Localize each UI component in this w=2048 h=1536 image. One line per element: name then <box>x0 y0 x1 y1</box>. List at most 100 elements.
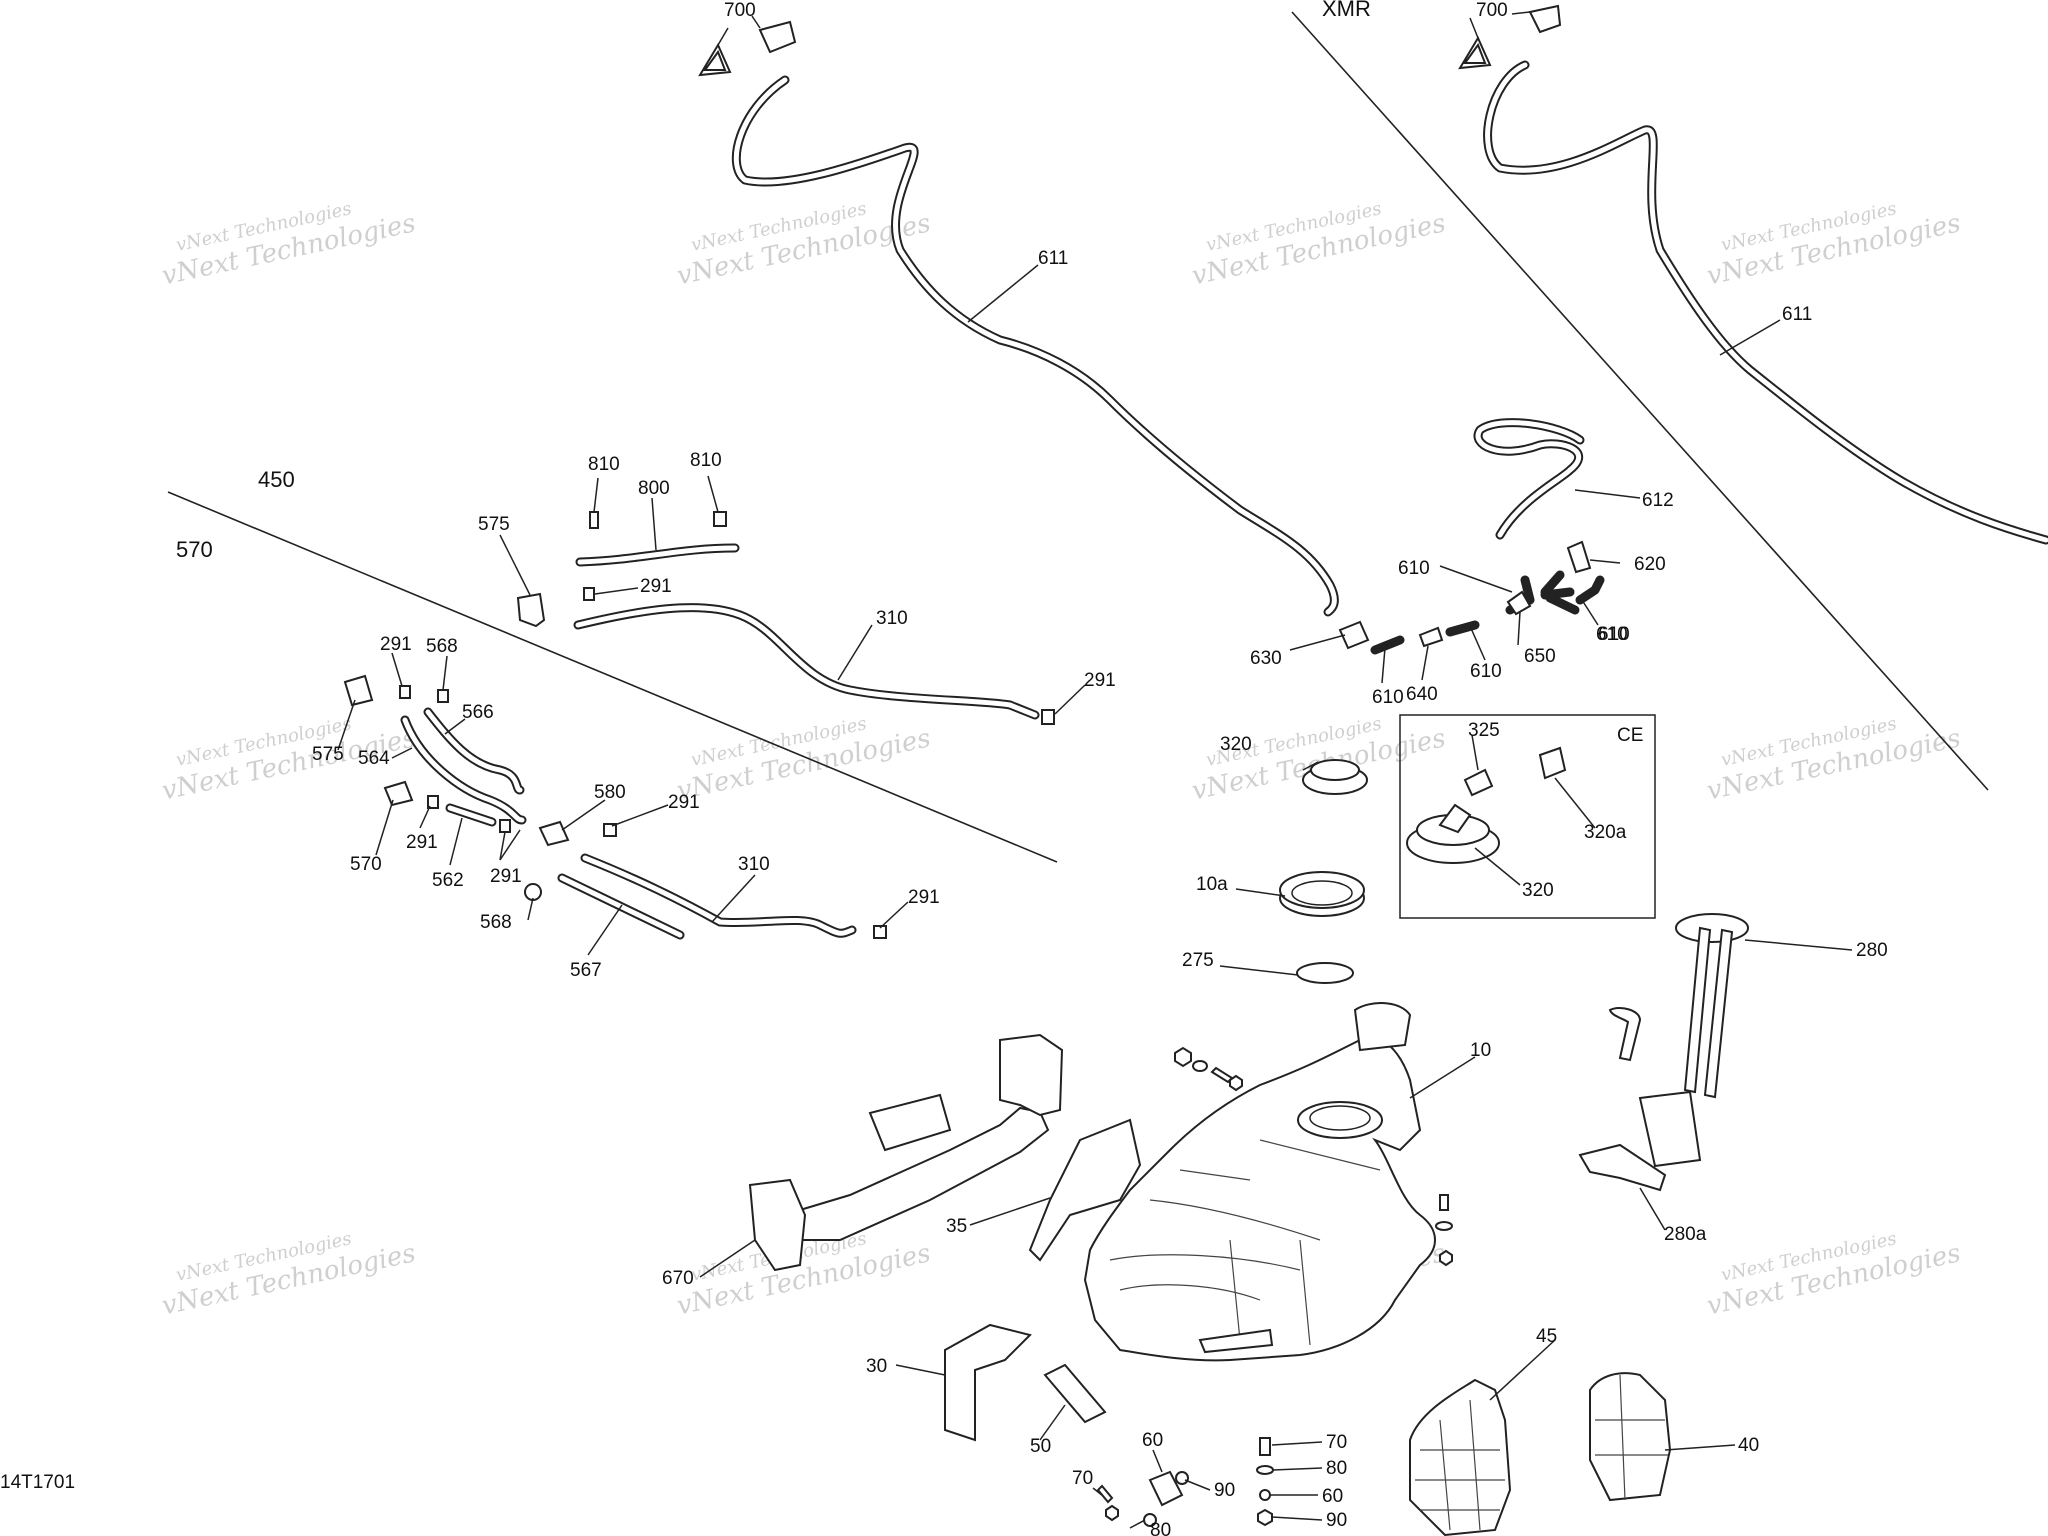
fuel-cap-320-ce <box>1406 803 1500 864</box>
vent-hose-611 <box>731 75 1339 617</box>
variant-label-xmr: XMR <box>1322 0 1371 21</box>
callout: 611 <box>1782 304 1812 325</box>
callout: 630 <box>1250 648 1282 669</box>
callout: 640 <box>1406 684 1438 705</box>
heat-shield-35 <box>1028 1118 1142 1262</box>
fitting-650 <box>1506 590 1532 616</box>
hose-800 <box>575 543 740 567</box>
callout: 700 <box>724 0 756 21</box>
callout: 567 <box>570 960 602 981</box>
callout: 50 <box>1030 1436 1051 1457</box>
callout: 45 <box>1536 1326 1557 1347</box>
fitting-575 <box>343 674 374 707</box>
divider-450-570 <box>167 491 1058 863</box>
callout: 810 <box>588 454 620 475</box>
callout: 568 <box>426 636 458 657</box>
leader-lines <box>337 11 1853 1529</box>
callout: 650 <box>1524 646 1556 667</box>
fitting-640 <box>1418 626 1444 648</box>
callout: 320 <box>1220 734 1252 755</box>
watermark: vNext Technologies vNext Technologies <box>159 198 418 291</box>
watermark: vNext Technologies vNext Technologies <box>1704 1228 1963 1321</box>
clamp-291 <box>873 925 887 939</box>
callout: 610 <box>1372 687 1404 708</box>
callout: 291 <box>908 887 940 908</box>
hardware-stack-right <box>1143 1437 1274 1527</box>
callout: 310 <box>876 608 908 629</box>
callout: 291 <box>668 792 700 813</box>
clamp-291 <box>499 819 511 833</box>
callout: 10 <box>1470 1040 1491 1061</box>
hose-310-lower <box>580 853 857 938</box>
clamp-291 <box>399 685 411 699</box>
bracket-670 <box>748 1033 1064 1272</box>
callout: 80 <box>1150 1520 1171 1536</box>
clamp-291 <box>603 823 617 837</box>
callout: 70 <box>1326 1432 1347 1453</box>
callout: 611 <box>1038 248 1068 269</box>
callout: 291 <box>490 866 522 887</box>
callout: 610 <box>1398 558 1430 579</box>
callout: 566 <box>462 702 494 723</box>
clamp-568 <box>437 689 449 703</box>
callout: 575 <box>312 744 344 765</box>
fitting-570 <box>383 780 414 807</box>
valve-620 <box>1566 540 1592 574</box>
callout: 325 <box>1468 720 1500 741</box>
callout: 291 <box>640 576 672 597</box>
callout: 580 <box>594 782 626 803</box>
protector-45 <box>1409 1378 1512 1536</box>
divider-xmr <box>1291 11 1989 791</box>
tank-hardware-top <box>1174 1046 1243 1092</box>
callout: 320 <box>1522 880 1554 901</box>
callout: 90 <box>1326 1510 1347 1531</box>
variant-label-450: 450 <box>258 467 295 492</box>
shield-30 <box>944 1323 1032 1442</box>
callout: 35 <box>946 1216 967 1237</box>
hose-310-upper <box>573 603 1040 720</box>
pump-bracket-280a <box>1578 1143 1667 1192</box>
gasket-275 <box>1296 962 1354 984</box>
callout: 70 <box>1072 1468 1093 1489</box>
callout: 280a <box>1664 1224 1707 1245</box>
lock-ring-10a <box>1279 871 1365 917</box>
watermark: vNext Technologies vNext Technologies <box>1704 198 1963 291</box>
fitting-580 <box>538 820 570 847</box>
clip-700 <box>758 20 797 54</box>
fuel-cap-320 <box>1302 759 1368 795</box>
callout: 30 <box>866 1356 887 1377</box>
callout: 275 <box>1182 950 1214 971</box>
hose-612 <box>1473 418 1585 540</box>
callout: 60 <box>1142 1430 1163 1451</box>
tank-hardware-right <box>1435 1194 1453 1267</box>
callout: 610 <box>1596 624 1628 645</box>
watermark: vNext Technologies vNext Technologies <box>1189 198 1448 291</box>
ce-detail-box <box>1399 714 1656 919</box>
fuel-tank-10 <box>1083 1002 1436 1362</box>
tether-325 <box>1463 768 1494 797</box>
protector-45-grid <box>1415 1399 1505 1531</box>
hose-562 <box>445 803 497 827</box>
callout: 570 <box>350 854 382 875</box>
callout: 800 <box>638 478 670 499</box>
hose-566 <box>423 707 525 795</box>
vent-hose-611-xmr <box>1483 60 2048 545</box>
watermark: vNext Technologies vNext Technologies <box>1704 713 1963 806</box>
callout: 612 <box>1642 490 1674 511</box>
drain-plug-60 <box>1148 1470 1189 1507</box>
pad-50 <box>1043 1363 1107 1424</box>
callout: 564 <box>358 748 390 769</box>
clamp-291 <box>1041 709 1055 725</box>
clip-700-xmr <box>1458 35 1492 70</box>
callout: 291 <box>380 634 412 655</box>
fuel-pump-280 <box>1608 913 1749 1168</box>
hose-564 <box>400 715 527 825</box>
callout: 310 <box>738 854 770 875</box>
clamp-291 <box>427 795 439 809</box>
clip-810 <box>589 511 599 529</box>
callout: 620 <box>1634 554 1666 575</box>
clip-700 <box>698 42 732 77</box>
callout: 280 <box>1856 940 1888 961</box>
watermark: vNext Technologies vNext Technologies <box>159 1228 418 1321</box>
